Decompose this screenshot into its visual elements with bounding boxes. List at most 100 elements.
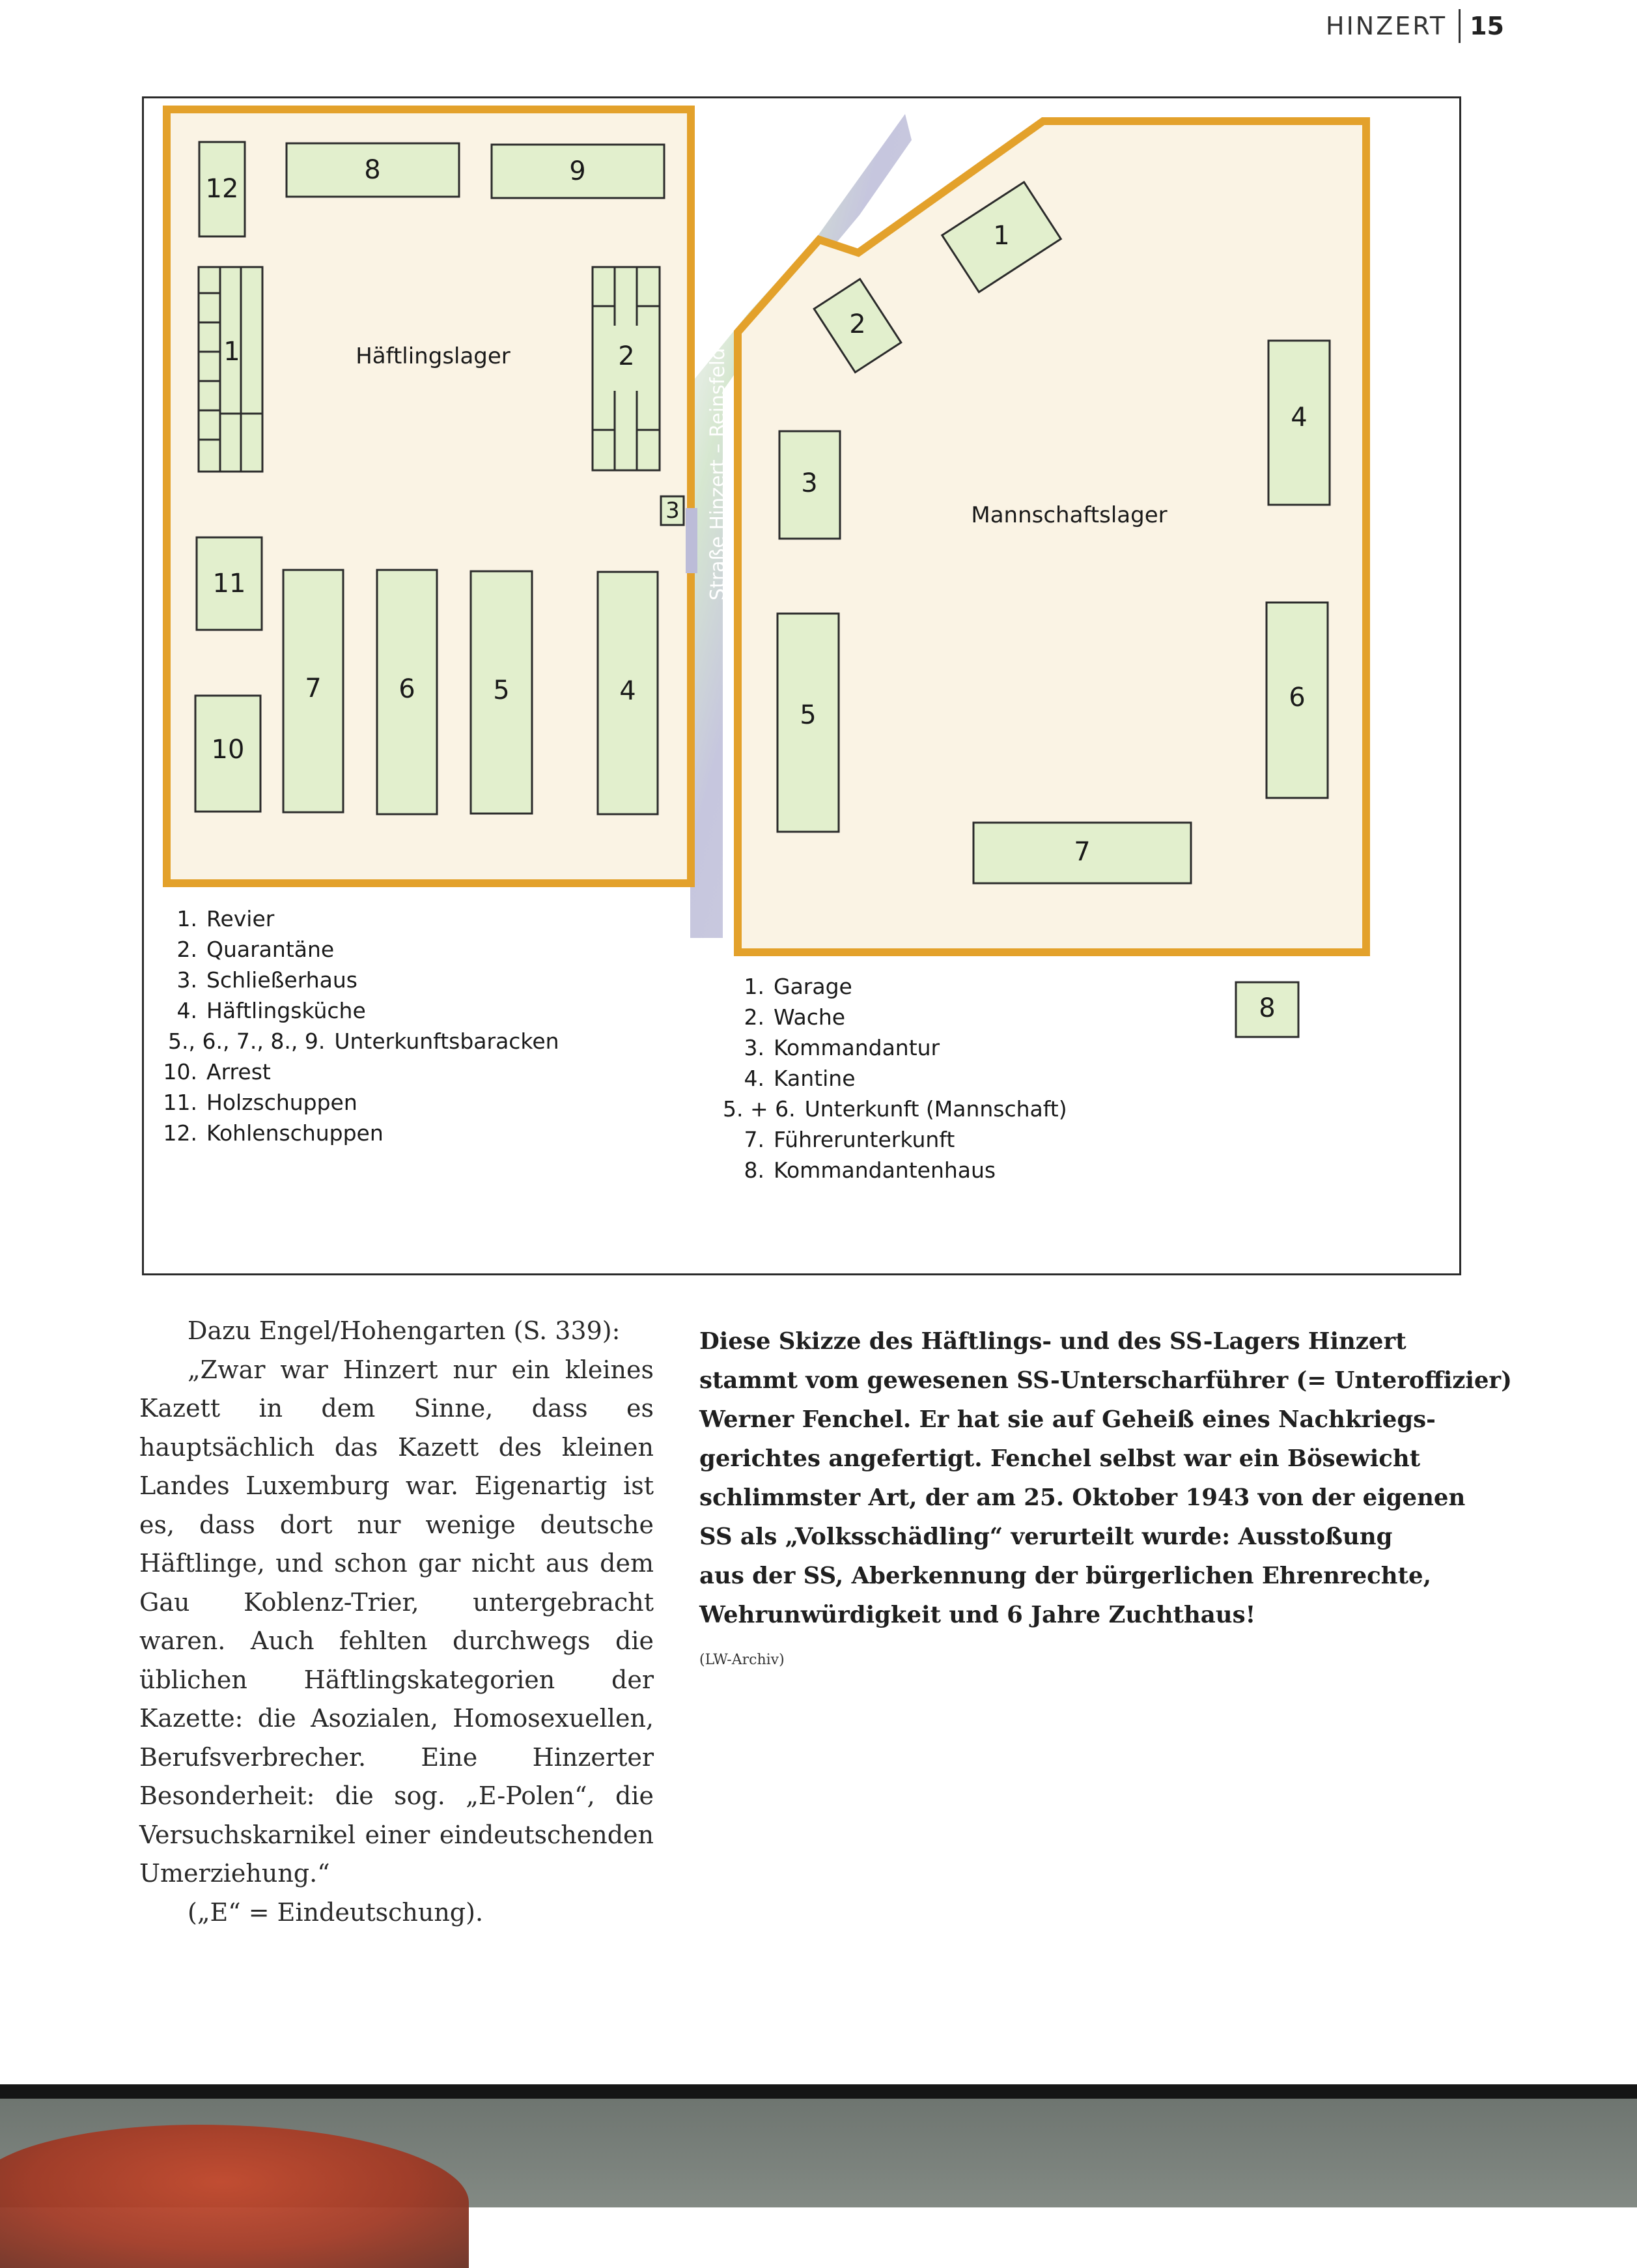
body-footnote: („E“ = Eindeutschung). [188, 1897, 484, 1927]
caption-line: stammt vom gewesenen SS-Unterscharführer… [699, 1367, 1512, 1394]
legend-number: 12. [163, 1120, 197, 1146]
legend-item: 11. Holzschuppen [148, 1087, 559, 1118]
ss-camp-label: Mannschaftslager [971, 502, 1167, 528]
legend-item: 12. Kohlenschuppen [148, 1118, 559, 1148]
label-s6: 6 [1289, 683, 1305, 713]
legend-number: 11. [163, 1090, 197, 1115]
building-p7 [282, 569, 344, 814]
building-s2 [813, 277, 902, 374]
building-s7 [972, 821, 1192, 885]
legend-label: Kantine [774, 1066, 856, 1091]
legend-item: 5. + 6. Unterkunft (Mannschaft) [723, 1094, 1067, 1124]
legend-label: Kommandantur [774, 1035, 940, 1060]
caption-line: SS als „Volksschädling“ verurteilt wurde… [699, 1524, 1393, 1550]
label-p7: 7 [305, 673, 321, 703]
legend-number: 3. [176, 967, 198, 993]
label-p6: 6 [399, 674, 415, 704]
road-label: Straße Hinzert – Reinsfeld [707, 348, 729, 601]
label-s2: 2 [849, 309, 865, 339]
legend-number: 2. [176, 937, 198, 962]
legend-label: Häftlingsküche [206, 998, 366, 1023]
building-s1 [940, 180, 1063, 294]
legend-number: 10. [163, 1059, 197, 1084]
page-header: HINZERT 15 [1326, 7, 1504, 46]
legend-number: 8. [744, 1157, 765, 1183]
legend-label: Garage [774, 974, 852, 999]
camp-map-frame [142, 96, 1461, 1275]
legend-ss-camp: 1. Garage 2.Wache 3. Kommandantur 4. Kantin… [723, 971, 1067, 1185]
building-s5 [776, 612, 840, 833]
caption-line: gerichtes angefertigt. Fenchel selbst wa… [699, 1445, 1421, 1472]
body-text-column: Dazu Engel/Hohengarten (S. 339): „Zwar w… [139, 1312, 654, 1932]
label-p3: 3 [665, 498, 680, 524]
legend-number: 1. [176, 906, 198, 931]
map-caption: Diese Skizze des Häftlings- und des SS-L… [699, 1322, 1512, 1635]
building-p3 [660, 495, 685, 526]
legend-item: 1. Revier [148, 903, 559, 934]
building-p11 [195, 536, 263, 631]
caption-line: schlimmster Art, der am 25. Oktober 1943… [699, 1484, 1466, 1511]
label-s7: 7 [1074, 837, 1090, 867]
camp-map: 12 8 9 1 2 3 11 7 6 5 4 10 1 2 3 4 5 6 7… [163, 106, 1370, 1038]
legend-number: 4. [744, 1066, 765, 1091]
legend-label: Unterkunftsbaracken [334, 1028, 559, 1054]
header-divider [1459, 9, 1461, 43]
label-s8: 8 [1259, 993, 1275, 1023]
legend-item: 1. Garage [723, 971, 1067, 1002]
label-p9: 9 [569, 156, 585, 186]
legend-number: 4. [176, 998, 198, 1023]
label-s1: 1 [993, 221, 1009, 251]
legend-number: 3. [744, 1035, 765, 1060]
legend-label: Revier [206, 906, 275, 931]
building-p9 [490, 143, 665, 199]
legend-item: 2. Quarantäne [148, 934, 559, 965]
legend-label: Schließerhaus [206, 967, 357, 993]
label-p1: 1 [223, 337, 240, 367]
building-p10 [194, 694, 262, 813]
legend-label: Unterkunft (Mannschaft) [804, 1096, 1067, 1122]
label-p11: 11 [213, 569, 246, 599]
legend-label: Quarantäne [206, 937, 335, 962]
caption-source: (LW-Archiv) [699, 1652, 785, 1668]
prisoner-camp-label: Häftlingslager [356, 343, 511, 369]
legend-number: 7. [744, 1127, 765, 1152]
legend-item: 2.Wache [723, 1002, 1067, 1032]
building-s6 [1265, 601, 1329, 799]
building-numbers: 12 8 9 1 2 3 11 7 6 5 4 10 1 2 3 4 5 6 7… [206, 155, 1308, 1023]
building-p5 [469, 570, 533, 815]
legend-label: Kommandantenhaus [774, 1157, 996, 1183]
legend-item: 3. Schließerhaus [148, 965, 559, 995]
legend-label: Arrest [206, 1059, 271, 1084]
page-number: 15 [1470, 12, 1504, 40]
legend-label: Kohlenschuppen [206, 1120, 384, 1146]
ss-buildings [776, 180, 1331, 1038]
caption-line: Diese Skizze des Häftlings- und des SS-L… [699, 1328, 1406, 1355]
legend-number: 5., 6., 7., 8., 9. [168, 1028, 326, 1054]
legend-number: 1. [744, 974, 765, 999]
building-s3 [778, 430, 841, 540]
building-p8 [285, 142, 460, 198]
legend-label: Wache [774, 1004, 846, 1030]
legend-item: 3. Kommandantur [723, 1032, 1067, 1063]
building-p2 [591, 266, 661, 472]
label-s4: 4 [1291, 403, 1307, 432]
label-p2: 2 [618, 341, 634, 371]
legend-item: 4. Häftlingsküche [148, 995, 559, 1026]
legend-label: Holzschuppen [206, 1090, 357, 1115]
building-p12 [198, 141, 246, 238]
building-s4 [1267, 339, 1331, 506]
legend-item: 4. Kantine [723, 1063, 1067, 1094]
caption-line: Werner Fenchel. Er hat sie auf Geheiß ei… [699, 1406, 1436, 1433]
legend-item: 10. Arrest [148, 1056, 559, 1087]
building-s8 [1235, 981, 1300, 1038]
ss-camp-area [734, 117, 1370, 956]
prisoner-camp-gate [686, 508, 697, 573]
building-p6 [376, 569, 438, 815]
legend-label: Führerunterkunft [774, 1127, 955, 1152]
section-title: HINZERT [1326, 12, 1448, 40]
label-p10: 10 [212, 735, 245, 765]
building-p1 [197, 266, 264, 473]
legend-number: 5. + 6. [723, 1096, 796, 1122]
body-quote: „Zwar war Hinzert nur ein kleines Kazett… [139, 1355, 654, 1888]
legend-prisoner-camp: 1. Revier 2. Quarantäne 3. Schließerhaus 4.… [148, 903, 559, 1148]
